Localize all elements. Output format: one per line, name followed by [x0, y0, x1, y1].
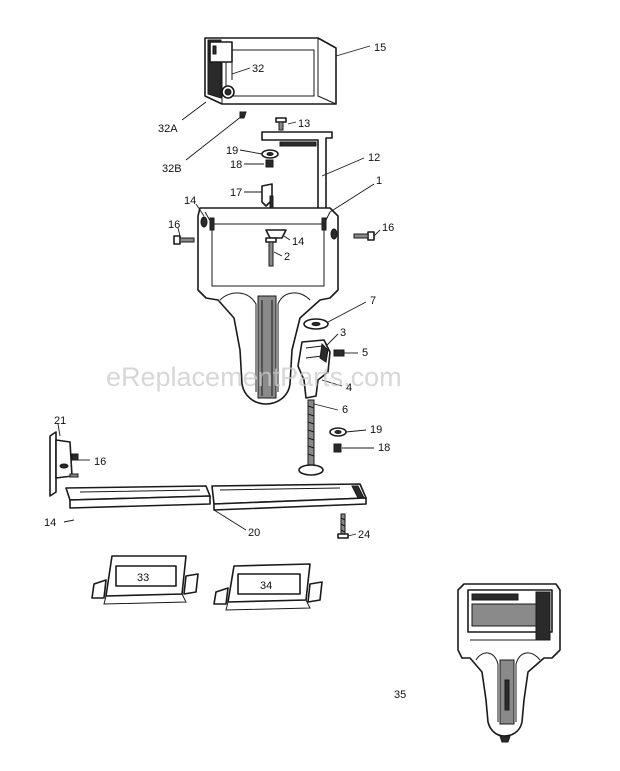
- callout-2: 2: [284, 251, 290, 263]
- part-16-screw-lower: [69, 453, 79, 478]
- part-33-plate: [91, 555, 199, 605]
- callout-12: 12: [368, 152, 380, 164]
- callout-4: 4: [346, 382, 352, 394]
- part-2-screw: [265, 237, 277, 267]
- callout-24: 24: [358, 529, 370, 541]
- part-1-handle-body: [197, 207, 339, 405]
- part-14-pin-center: [265, 229, 287, 239]
- callout-16-lower: 16: [94, 456, 106, 468]
- callout-1: 1: [376, 175, 382, 187]
- callout-18-lower: 18: [378, 442, 390, 454]
- part-18-clip-lower: [333, 443, 342, 453]
- callout-16-right: 16: [382, 222, 394, 234]
- part-3-latch: [297, 339, 331, 399]
- callout-16-left: 16: [168, 219, 180, 231]
- callout-14-center: 14: [292, 236, 304, 248]
- part-5-nut: [333, 349, 345, 357]
- part-19-nut-upper: [261, 149, 279, 159]
- part-16-screw-left: [173, 235, 195, 245]
- part-17-pin: [261, 183, 274, 209]
- callout-14-left: 14: [184, 195, 196, 207]
- part-14-pin-right: [330, 228, 338, 240]
- callout-17: 17: [230, 187, 242, 199]
- callout-5: 5: [362, 347, 368, 359]
- part-34-plate: [213, 563, 323, 611]
- callout-15: 15: [374, 42, 386, 54]
- part-19-nut-lower: [329, 427, 347, 437]
- part-35-assembly: [457, 583, 561, 743]
- callout-35: 35: [394, 689, 406, 701]
- part-6-rod: [298, 399, 324, 476]
- callout-3: 3: [340, 327, 346, 339]
- part-13-screw: [275, 117, 287, 131]
- part-21-side-plate: [49, 431, 73, 497]
- callout-32a: 32A: [158, 123, 178, 135]
- callout-labels: 15 32 32A 32B 13 12 19 18 1 17 14 14 16 …: [44, 42, 406, 701]
- callout-32b: 32B: [162, 163, 182, 175]
- part-16-screw-right: [353, 231, 375, 241]
- callout-7: 7: [370, 295, 376, 307]
- callout-13: 13: [298, 118, 310, 130]
- part-7-washer: [303, 318, 329, 330]
- part-18-clip-upper: [265, 159, 274, 168]
- callout-6: 6: [342, 404, 348, 416]
- callout-20: 20: [248, 527, 260, 539]
- callout-19-lower: 19: [370, 424, 382, 436]
- part-15-cover: [204, 37, 337, 119]
- watermark-text: eReplacementParts.com: [106, 362, 402, 392]
- callout-19-upper: 19: [226, 145, 238, 157]
- part-20-rail: [65, 483, 367, 511]
- callout-32: 32: [252, 63, 264, 75]
- leader-lines: [57, 45, 381, 537]
- callout-34: 34: [260, 580, 272, 592]
- callout-21: 21: [54, 415, 66, 427]
- callout-14-lower: 14: [44, 517, 56, 529]
- part-14-pin-left: [200, 216, 208, 228]
- part-24-screw: [337, 513, 349, 539]
- callout-18-upper: 18: [230, 159, 242, 171]
- callout-33: 33: [137, 572, 149, 584]
